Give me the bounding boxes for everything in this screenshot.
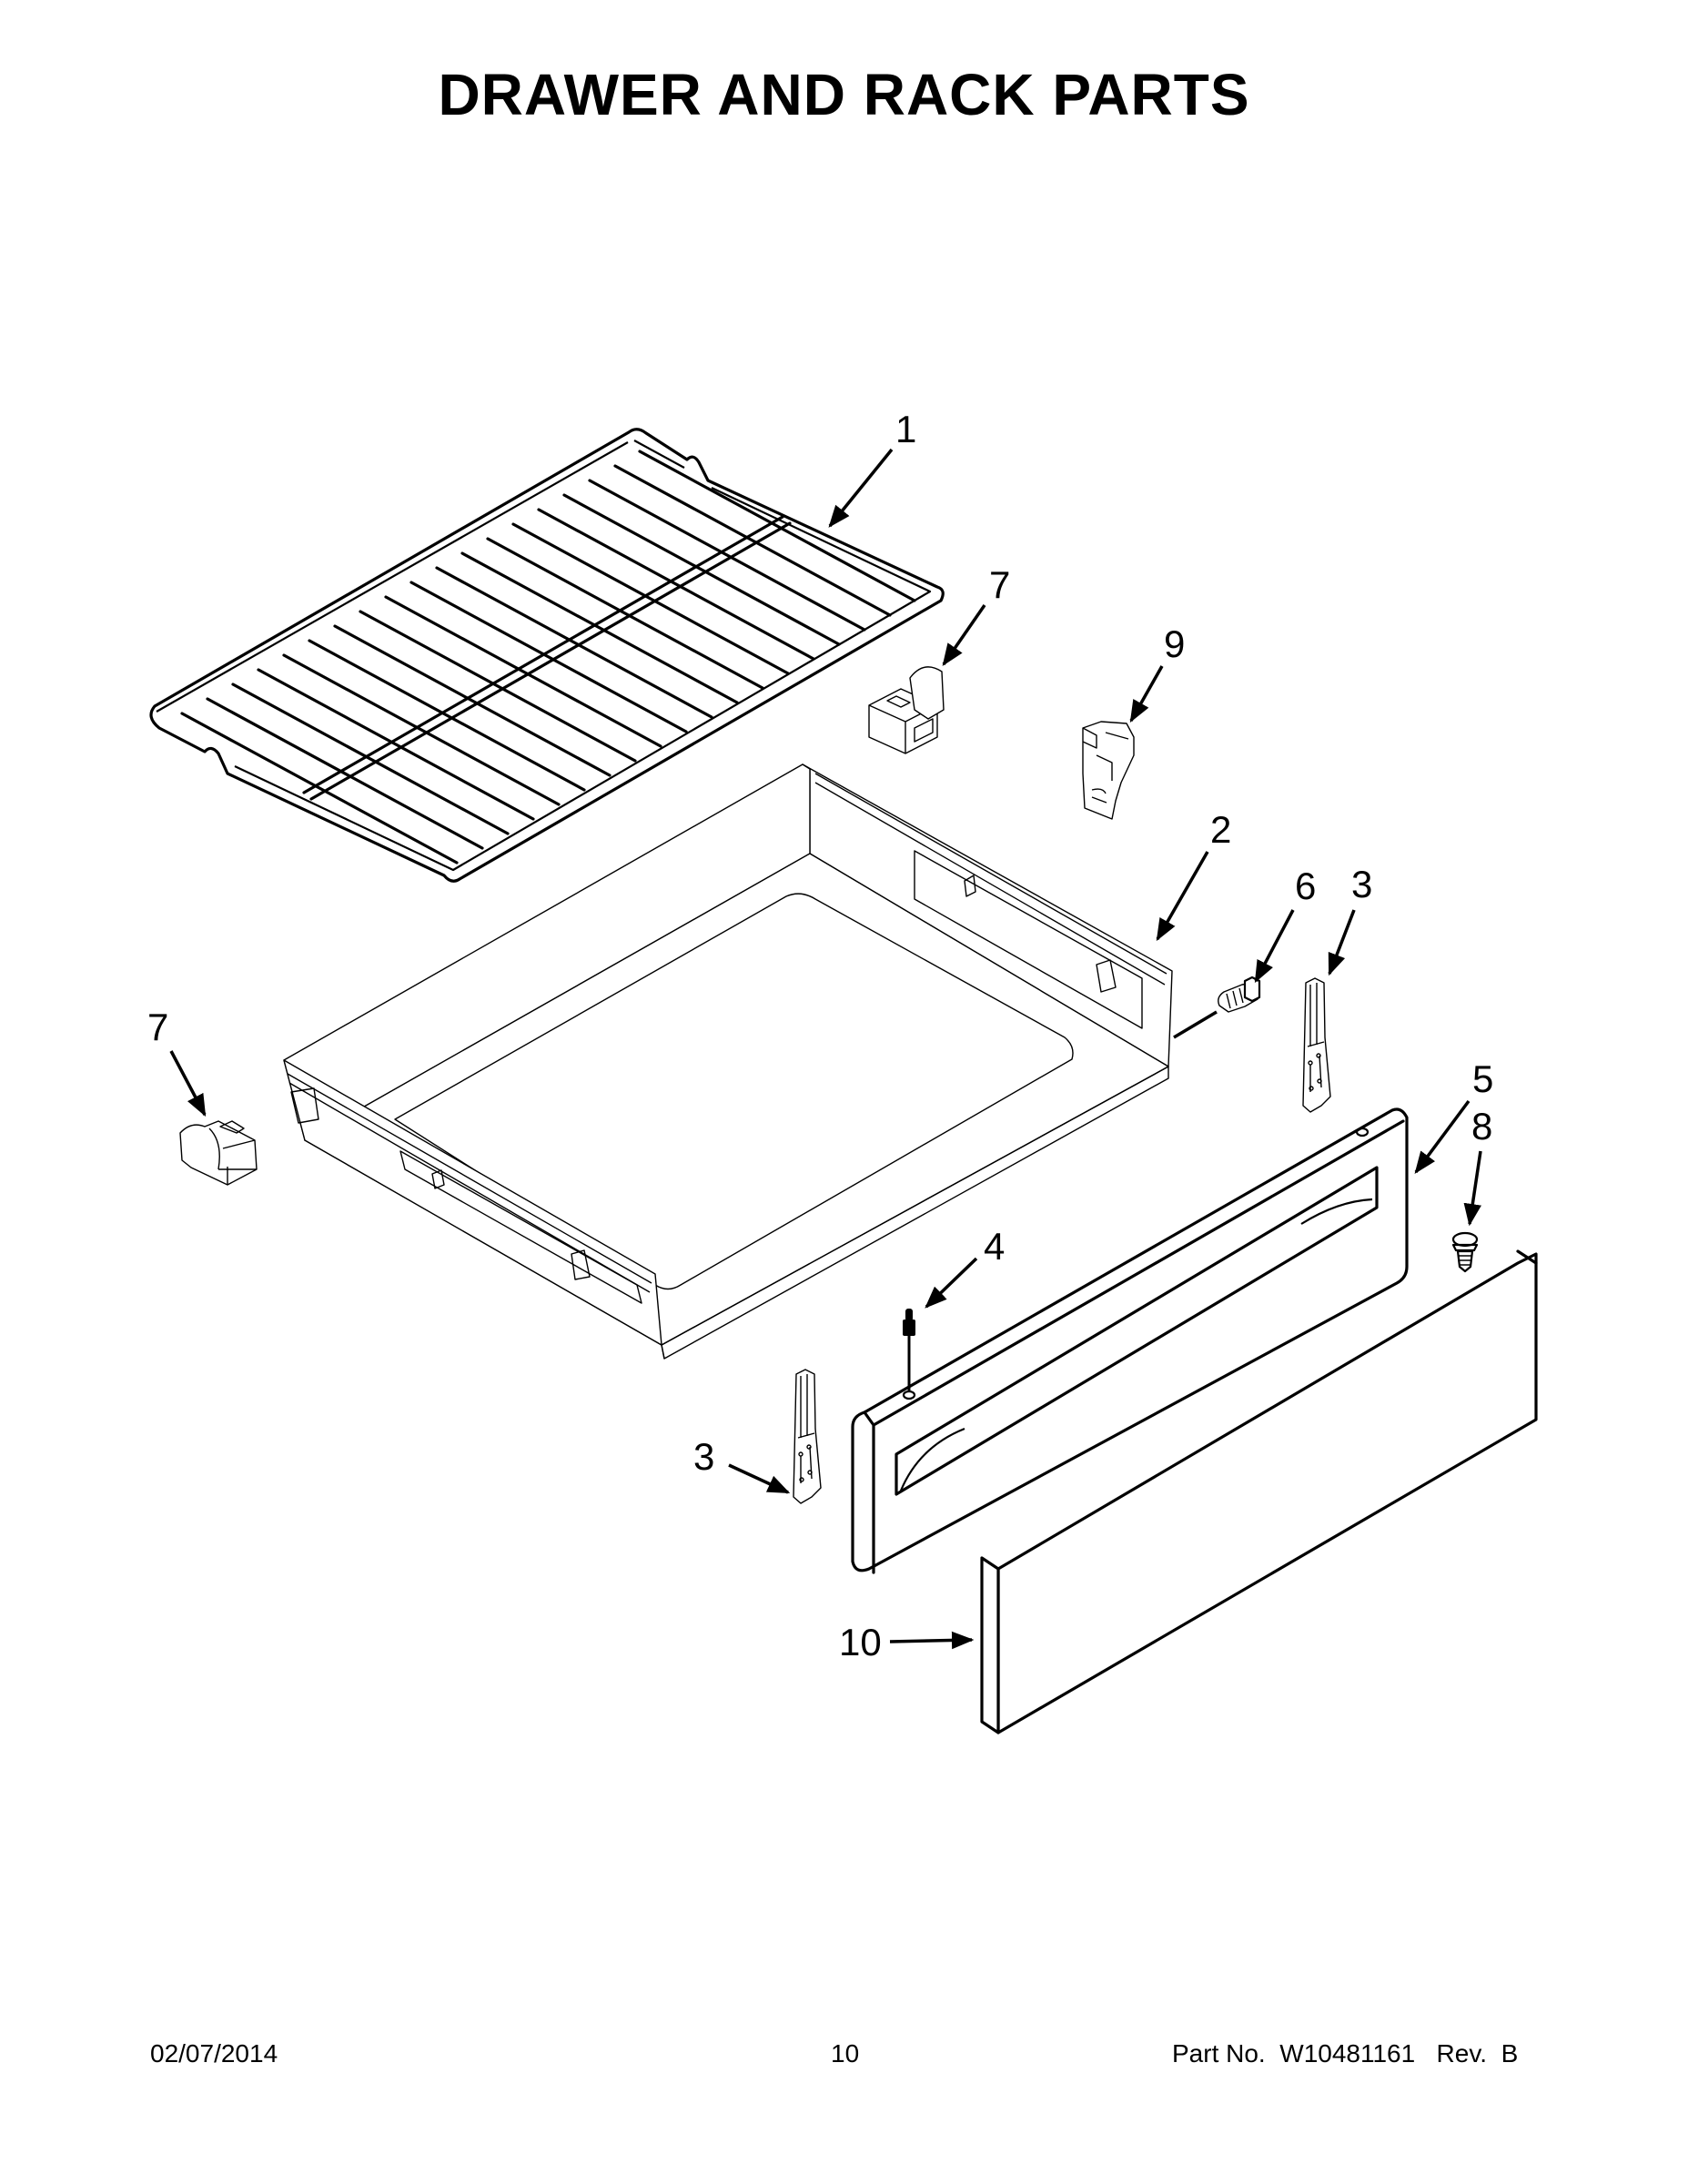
callout-9: 9 [1164,622,1185,665]
callout-3-left: 3 [693,1435,714,1478]
callout-7-right: 7 [989,563,1010,606]
oven-rack-part [149,428,945,883]
rack-bracket-left-part [179,1120,258,1186]
drawer-slide-left-part [793,1369,822,1504]
footer-part-number: Part No. W10481161 Rev. B [1172,2039,1519,2068]
screw-8-part [1451,1231,1479,1273]
pin-part [903,1309,915,1392]
callout-arrows [169,448,1482,1650]
drawer-front-panel-part [851,1107,1409,1574]
callout-10: 10 [839,1621,882,1663]
callout-2: 2 [1210,808,1231,851]
footer-date: 02/07/2014 [150,2039,278,2068]
callout-5: 5 [1472,1057,1493,1100]
storage-drawer-part [283,763,1218,1360]
clip-part [1082,721,1135,820]
drawer-slide-right-part [1302,977,1331,1113]
callout-4: 4 [984,1225,1005,1268]
rack-crossbars [180,450,916,864]
page-title: DRAWER AND RACK PARTS [438,62,1250,127]
footer-page-number: 10 [831,2039,860,2068]
callout-1: 1 [895,408,916,450]
kickplate-part [980,1249,1538,1734]
callout-6: 6 [1295,864,1316,907]
callout-7-left: 7 [147,1006,168,1048]
screw-6-part [1218,976,1261,1013]
callout-3-right: 3 [1351,863,1372,905]
callout-8: 8 [1471,1105,1492,1148]
rack-bracket-right-part [868,666,945,754]
